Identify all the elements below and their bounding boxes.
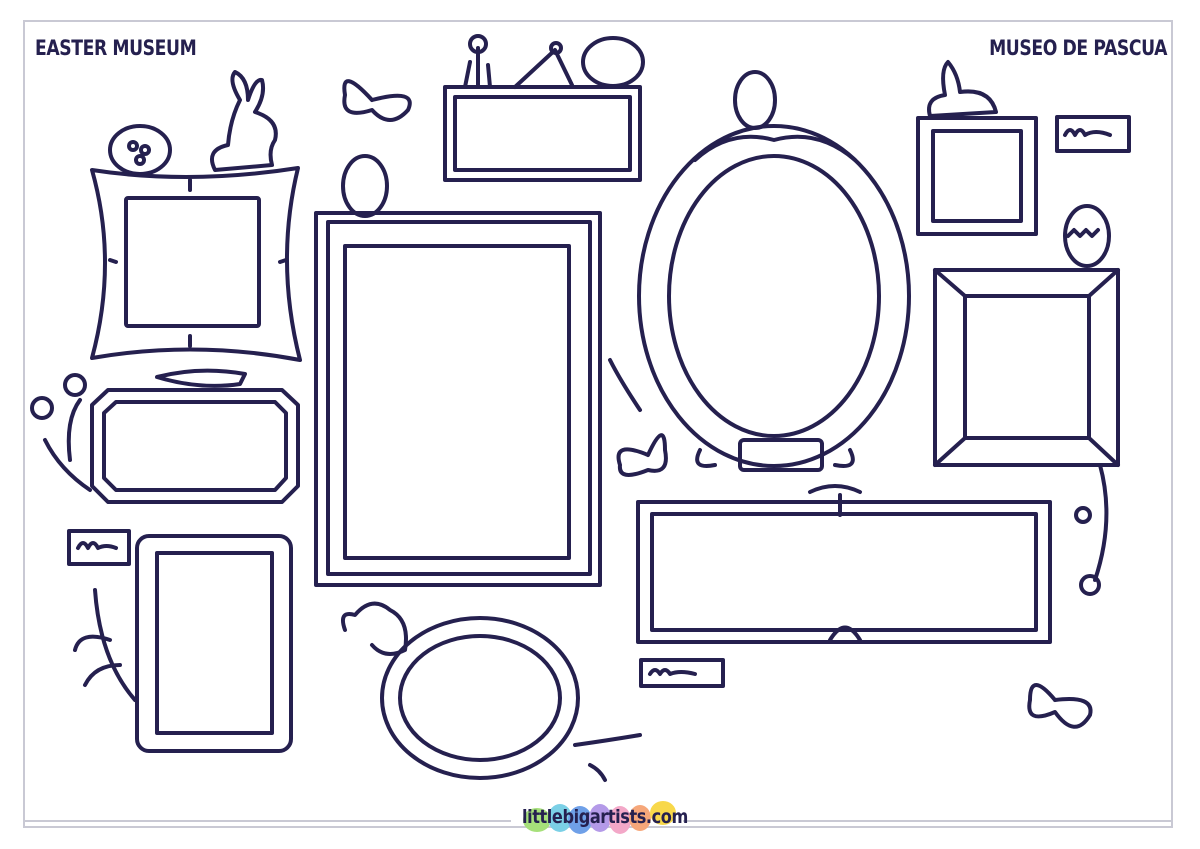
label-plaque-icon xyxy=(67,529,131,566)
butterfly-icon xyxy=(1027,683,1093,729)
brand-logo[interactable]: littlebigartists.com xyxy=(522,806,688,828)
branch-icon xyxy=(608,358,642,412)
title-spanish: MUSEO DE PASCUA xyxy=(988,36,1167,60)
brand-logo-splashes xyxy=(523,801,676,834)
frame-wide-rectangle xyxy=(636,484,1052,644)
footer-divider-left xyxy=(23,820,511,822)
footer xyxy=(0,800,1200,840)
easter-egg-icon xyxy=(108,124,172,176)
butterfly-icon xyxy=(342,79,412,122)
frame-tall-rectangle xyxy=(314,154,602,587)
frame-ornate-oval xyxy=(637,70,911,472)
flowers-icon xyxy=(30,373,92,492)
butterfly-icon xyxy=(616,433,668,477)
frame-wood-square xyxy=(933,204,1120,467)
frame-rounded-rectangle xyxy=(135,534,293,753)
bunny-icon xyxy=(210,70,278,172)
frame-oval xyxy=(341,601,642,782)
title-english: EASTER MUSEUM xyxy=(35,36,197,60)
label-plaque-icon xyxy=(1055,115,1131,153)
frame-rectangle-top xyxy=(443,34,645,182)
branch-icon xyxy=(1074,463,1109,596)
footer-divider-right xyxy=(683,820,1173,822)
label-plaque-icon xyxy=(639,658,725,688)
frame-octagon-rectangle xyxy=(90,368,300,504)
frame-small-square xyxy=(916,60,1038,236)
leaves-icon xyxy=(73,588,137,702)
frame-curved-square xyxy=(90,166,302,362)
